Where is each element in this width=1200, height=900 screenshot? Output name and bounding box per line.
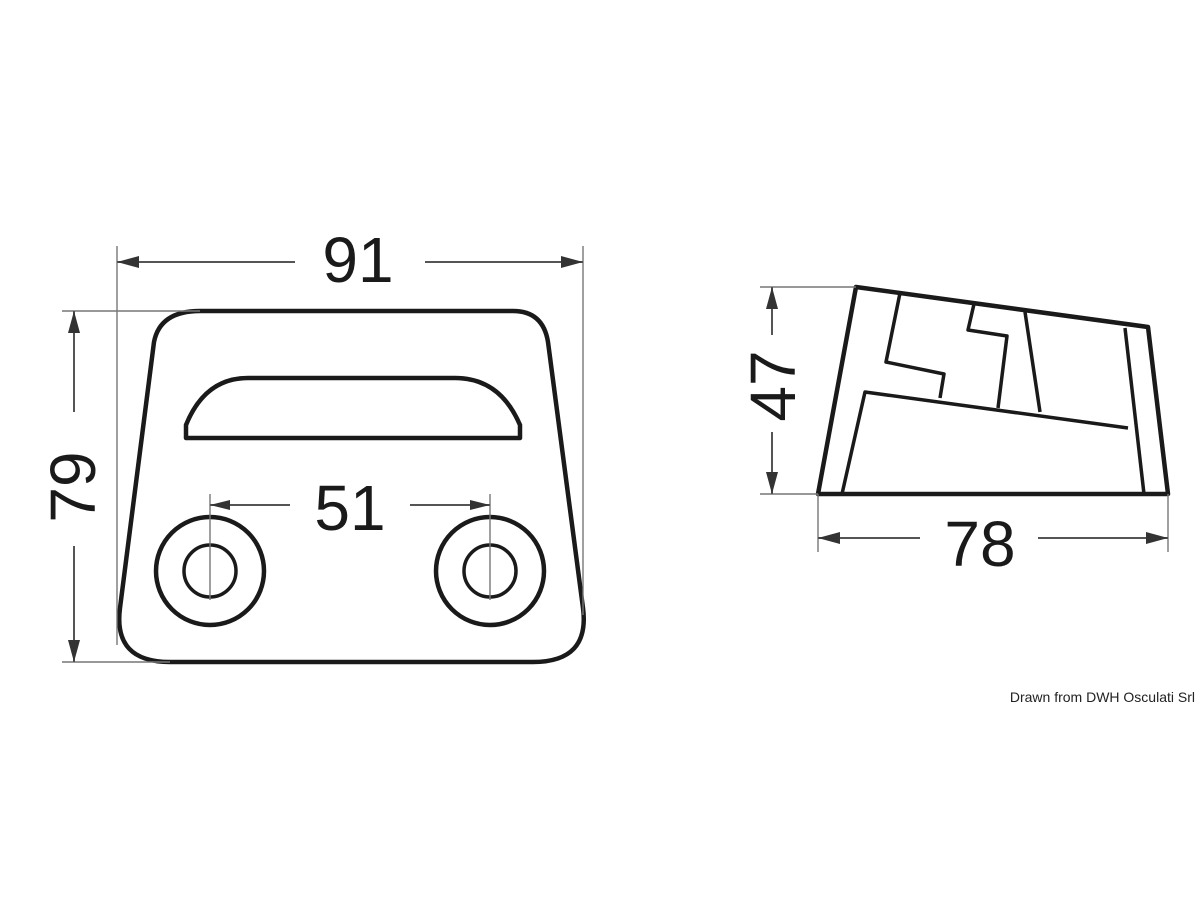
hole-spacing-label: 51 — [314, 472, 385, 544]
side-view: 47 78 — [737, 284, 1171, 580]
height-label: 79 — [37, 451, 109, 522]
side-length-label: 78 — [944, 508, 1015, 580]
width-arrow-left — [117, 256, 139, 268]
side-inner-lower-wedge — [840, 390, 1129, 495]
credit-text: Drawn from DWH Osculati Srl — [1010, 689, 1195, 705]
handle-slot — [183, 375, 523, 441]
side-height-label: 47 — [737, 350, 809, 421]
front-body-outline — [116, 308, 587, 665]
height-arrow-top — [68, 311, 80, 333]
side-step-left — [884, 292, 946, 399]
side-outline — [815, 284, 1171, 497]
spacing-arrow-right — [470, 500, 490, 510]
side-height-arrow-top — [766, 287, 778, 309]
side-height-arrow-bottom — [766, 472, 778, 494]
width-label: 91 — [322, 224, 393, 296]
side-end-face — [1123, 327, 1146, 495]
height-arrow-bottom — [68, 640, 80, 662]
side-length-arrow-left — [818, 532, 840, 544]
side-step-middle — [966, 303, 1009, 409]
front-view: 91 79 51 — [37, 224, 587, 665]
spacing-arrow-left — [210, 500, 230, 510]
width-arrow-right — [561, 256, 583, 268]
side-divider — [1023, 311, 1042, 413]
side-length-arrow-right — [1146, 532, 1168, 544]
